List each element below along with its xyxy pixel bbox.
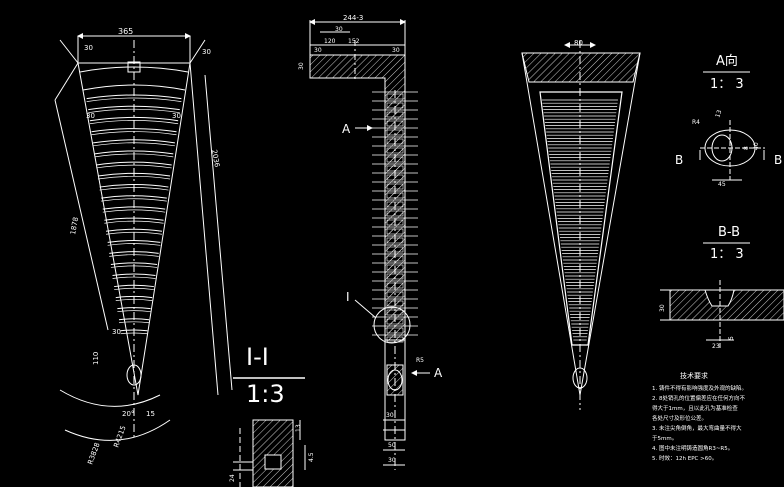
view-a-label-b-right: B <box>774 153 782 167</box>
side-dim-h: 30 <box>298 62 305 70</box>
left-rib-edge <box>112 276 156 279</box>
left-dim-top: 365 <box>118 27 133 36</box>
side-dim-d: 120 <box>324 38 336 45</box>
left-dim-bottom-2: 15 <box>146 410 155 418</box>
left-rib-edge <box>96 164 172 169</box>
section-i-dim-1: 13 <box>295 424 302 432</box>
side-view-labels: 244-3 30 152 30 120 30 30 A I A 30 50 30… <box>298 14 443 464</box>
left-dim-left-top: 30 <box>84 44 93 52</box>
left-rib <box>96 161 172 166</box>
left-rib-edge <box>86 97 182 102</box>
view-a-scale: 1： 3 <box>710 77 744 92</box>
left-rib <box>105 228 163 232</box>
left-rib <box>112 273 156 277</box>
side-label-a-top: A <box>342 122 351 136</box>
notes-title: 技术要求 <box>680 371 708 380</box>
left-dim-bottom-small: 110 <box>92 352 100 365</box>
right-view <box>521 40 641 410</box>
detail-circle-i <box>373 306 411 344</box>
side-dim-hole: R5 <box>416 357 424 364</box>
left-view <box>54 33 233 441</box>
section-i: I-I 1:3 13 4.5 24 <box>229 343 315 487</box>
notes-line-6: 于5mm。 <box>652 435 677 442</box>
left-rib <box>89 116 179 122</box>
left-rib <box>94 150 174 155</box>
left-rib-edge <box>114 287 154 290</box>
side-dim-bottom-b: 50 <box>388 442 396 449</box>
left-rib-edge <box>117 310 151 313</box>
left-dim-angle: 20° <box>122 410 134 418</box>
side-view <box>309 19 430 470</box>
section-b-scale: 1： 3 <box>710 247 744 262</box>
left-dim-right-side: 2036 <box>210 149 221 168</box>
view-a-dim-13: 13 <box>714 109 723 119</box>
left-rib-edge <box>101 198 167 202</box>
view-a-dim-r: R4 <box>692 119 700 126</box>
left-dim-bottom-left: 30 <box>112 328 121 336</box>
left-dim-arc2: R4215 <box>112 425 127 449</box>
notes-line-4: 各处尺寸及形位公差。 <box>652 414 707 422</box>
left-rib-edge <box>97 176 171 180</box>
left-dim-right-top: 30 <box>202 48 211 56</box>
section-b-dim-w: 23 <box>712 343 720 350</box>
left-view-labels: 365 30 30 1878 2036 30 30 30 110 20° 15 … <box>69 27 221 466</box>
notes-line-2: 2. 8处销孔的位置偏差应在任何方向不 <box>652 394 745 402</box>
left-rib-edge <box>118 321 150 324</box>
left-rib <box>110 262 158 265</box>
view-a-label-b-left: B <box>675 153 683 167</box>
side-dim-bottom-a: 30 <box>386 412 394 419</box>
notes-line-1: 1. 铸件不得有影响强度及外观的缺陷。 <box>652 384 747 392</box>
side-dim-bottom-c: 30 <box>388 457 396 464</box>
view-a-dim-8: 8 <box>743 146 750 150</box>
section-i-dim-2: 4.5 <box>308 452 315 462</box>
section-b-dim-s: 5 <box>728 336 735 340</box>
left-dim-rib-left: 30 <box>86 112 95 120</box>
section-b: B-B 1： 3 30 23 5 <box>659 225 784 350</box>
section-b-title: B-B <box>718 225 740 240</box>
side-label-a-bottom: A <box>434 366 443 380</box>
notes-line-7: 4. 图中未注明铸造圆角R3~R5。 <box>652 444 733 452</box>
section-i-scale: 1:3 <box>246 380 285 408</box>
side-label-i: I <box>346 290 350 304</box>
section-i-title: I-I <box>246 343 269 371</box>
notes-line-5: 3. 未注尖角倒角，最大弯曲量不得大 <box>652 424 742 432</box>
side-dim-total: 244-3 <box>343 14 363 22</box>
section-b-dim-h: 30 <box>659 304 666 312</box>
right-dim-top: 80 <box>574 39 583 47</box>
left-rib-edge <box>102 209 166 213</box>
side-dim-b: 152 <box>348 38 360 45</box>
technical-notes: 技术要求 1. 铸件不得有影响强度及外观的缺陷。 2. 8处销孔的位置偏差应在任… <box>652 371 747 462</box>
left-dim-rib-right: 30 <box>172 112 181 120</box>
side-dim-e: 30 <box>335 26 343 33</box>
right-top-block <box>521 52 641 83</box>
right-wedge-outline <box>521 52 641 396</box>
section-i-dim-3: 24 <box>229 474 236 482</box>
left-dim-left-side: 1878 <box>69 216 80 235</box>
left-rib <box>91 128 177 133</box>
left-dim-arc: R3828 <box>86 442 101 466</box>
left-bottom-hole <box>126 364 142 386</box>
side-dim-a: 30 <box>314 47 322 54</box>
left-rib <box>107 239 161 243</box>
view-a-dim-b: 45 <box>718 181 726 188</box>
view-a-dim-w: 40 <box>753 142 760 150</box>
view-a-title: A向 <box>716 53 738 69</box>
side-dim-c: 30 <box>392 47 400 54</box>
notes-line-3: 得大于1mm，且以此孔为基准检查 <box>652 404 738 412</box>
notes-line-8: 5. 时效：12h EPC >60。 <box>652 454 717 462</box>
view-a: A向 1： 3 R4 13 8 40 45 B B <box>675 53 782 188</box>
